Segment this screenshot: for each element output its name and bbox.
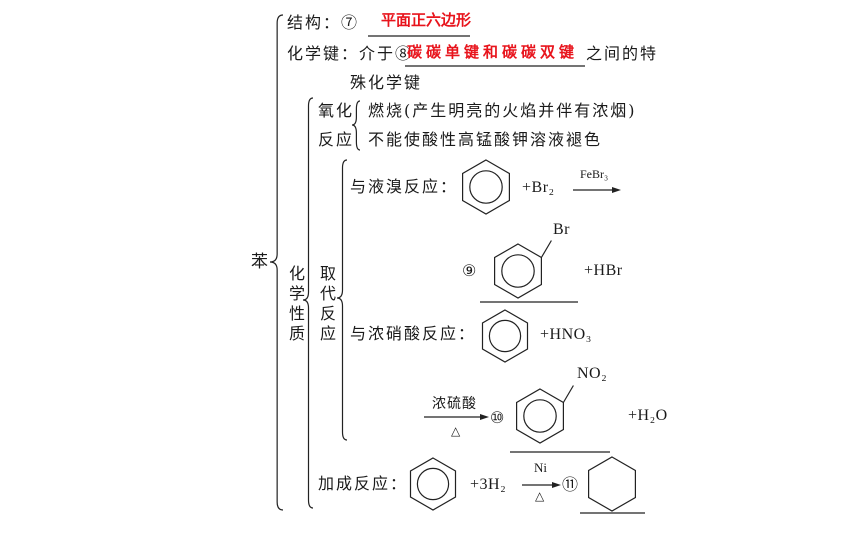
- bond-suffix: 之间的特: [586, 44, 659, 63]
- addition-catalyst: Ni: [534, 460, 547, 475]
- bond-label: 化学键：介于⑧: [287, 44, 414, 63]
- nitration-condition-heat: △: [451, 424, 461, 438]
- arrow-head: [552, 482, 561, 488]
- ring-hexagon: [587, 456, 637, 512]
- benzene-ring-addition: [409, 457, 457, 511]
- structure-answer: 平面正六边形: [381, 11, 472, 29]
- bromination-byproduct: +HBr: [584, 262, 623, 279]
- ring-aromatic-circle: [469, 170, 503, 204]
- ring-aromatic-circle: [523, 399, 557, 433]
- topic-benzene: 苯: [251, 252, 270, 272]
- reaction-arrow-addition: [522, 482, 561, 488]
- bond-suffix-continued: 殊化学键: [350, 73, 423, 92]
- structure-label: 结构：⑦: [287, 13, 360, 32]
- oxidation-label-line2: 反应: [318, 130, 355, 149]
- ring-aromatic-circle: [488, 319, 522, 353]
- oxidation-item-combustion: 燃烧(产生明亮的火焰并伴有浓烟): [368, 101, 637, 120]
- blank-number-10: ⑩: [490, 408, 507, 427]
- blank-number-9: ⑨: [462, 261, 479, 280]
- bromination-reagent: +Br₂: [522, 179, 555, 196]
- ring-hexagon: [462, 159, 510, 215]
- ring-aromatic-circle: [501, 254, 535, 288]
- addition-condition-heat: △: [535, 489, 545, 503]
- nitration-byproduct: +H₂O: [628, 407, 668, 424]
- blank-number-11: ⑪: [562, 475, 581, 494]
- benzene-ring-bromination: [462, 159, 510, 215]
- nitrobenzene-ring: [515, 385, 574, 444]
- addition-reagent: +3H₂: [470, 476, 507, 493]
- substituent-bond: [540, 240, 552, 258]
- ring-aromatic-circle: [416, 467, 450, 501]
- nitration-condition-catalyst: 浓硫酸: [432, 396, 477, 412]
- addition-label: 加成反应：: [318, 474, 409, 493]
- bromobenzene-substituent: Br: [553, 221, 570, 238]
- ring-hexagon: [409, 457, 457, 511]
- cyclohexane-ring: [587, 456, 637, 512]
- brace-benzene: [269, 14, 284, 511]
- bromination-label: 与液溴反应：: [350, 177, 459, 196]
- benzene-ring-nitration: [481, 309, 529, 363]
- reaction-arrow-nitration: [424, 414, 489, 420]
- nitration-label: 与浓硝酸反应：: [350, 324, 477, 343]
- nitration-reagent: +HNO₃: [540, 326, 592, 343]
- substituent-bond: [562, 385, 574, 403]
- substitution-label: 取代反应: [317, 265, 336, 345]
- bond-answer: 碳碳单键和碳碳双键: [407, 43, 579, 61]
- ring-hexagon: [481, 309, 529, 363]
- brace-substitution: [336, 159, 348, 441]
- brace-chemical-properties: [302, 97, 314, 509]
- nitrobenzene-substituent: NO₂: [577, 365, 608, 382]
- arrow-head: [480, 414, 489, 420]
- arrow-head: [612, 187, 621, 193]
- oxidation-item-kmno4: 不能使酸性高锰酸钾溶液褪色: [368, 130, 603, 149]
- oxidation-label-line1: 氧化: [318, 101, 355, 120]
- bromobenzene-ring: [494, 240, 552, 299]
- chemical-properties-label: 化学性质: [286, 265, 305, 345]
- brace-oxidation: [351, 100, 361, 151]
- reaction-arrow-bromination: [573, 187, 621, 193]
- bromination-catalyst: FeBr₃: [580, 167, 609, 181]
